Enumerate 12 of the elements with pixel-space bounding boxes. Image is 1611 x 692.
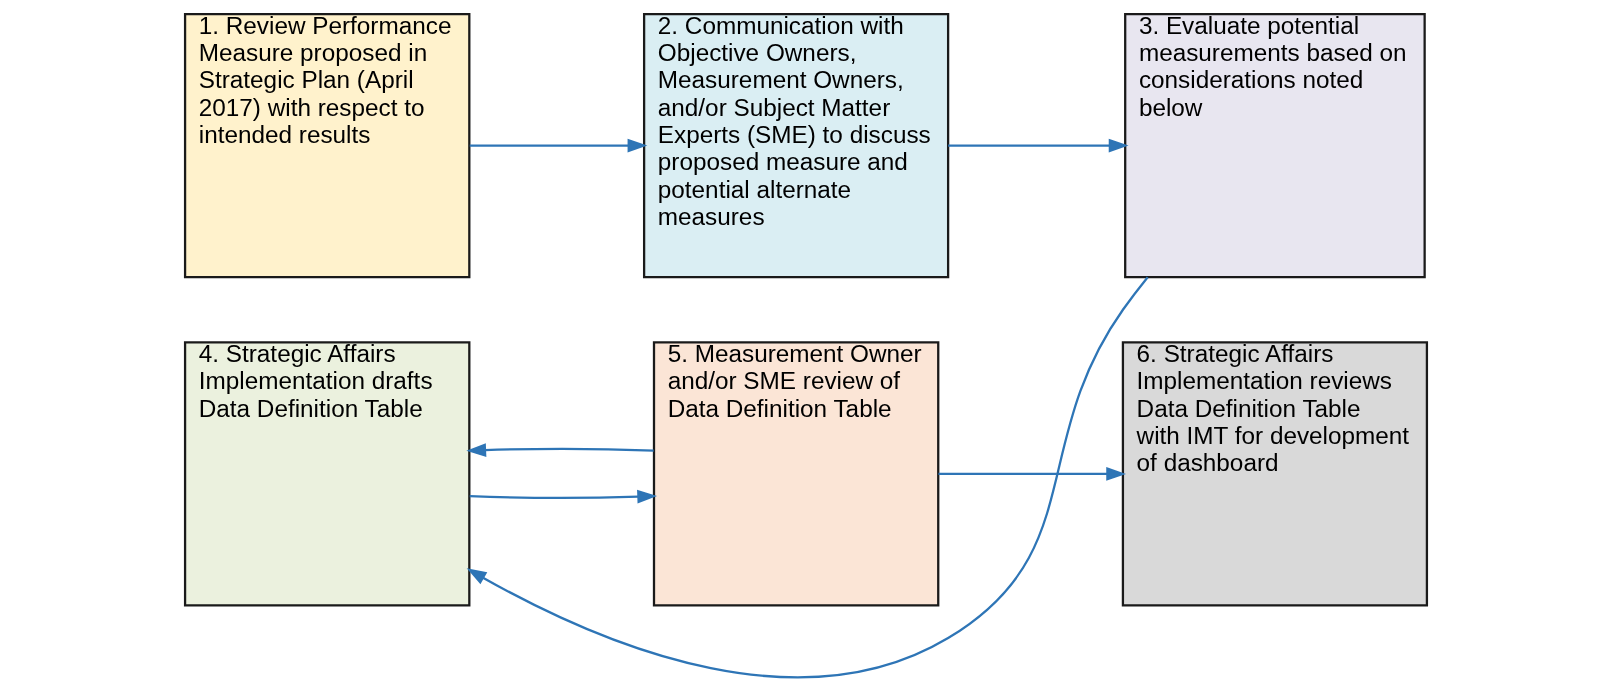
node-box: 2. Communication with Objective Owners, Measurement Owners, and/or Subject Matter Experts (SME) to discuss proposed measure and potential alternate measures xyxy=(642,12,949,279)
arrow xyxy=(937,467,1126,481)
node-box: 6. Strategic Affairs Implementation reviews Data Definition Table with IMT for development of dashboard xyxy=(1121,341,1428,607)
arrow xyxy=(469,138,647,153)
arrow xyxy=(947,138,1128,153)
arrow xyxy=(469,489,657,504)
node-box: 5. Measurement Owner and/or SME review of Data Definition Table xyxy=(652,341,939,607)
node-box: 1. Review Performance Measure proposed in Strategic Plan (April 2017) with respect to intended results xyxy=(183,12,470,279)
arrow xyxy=(465,443,654,457)
arrow xyxy=(466,276,1149,679)
node-box: 4. Strategic Affairs Implementation drafts Data Definition Table xyxy=(183,341,470,607)
node-box: 3. Evaluate potential measurements based on considerations noted below xyxy=(1123,12,1426,279)
